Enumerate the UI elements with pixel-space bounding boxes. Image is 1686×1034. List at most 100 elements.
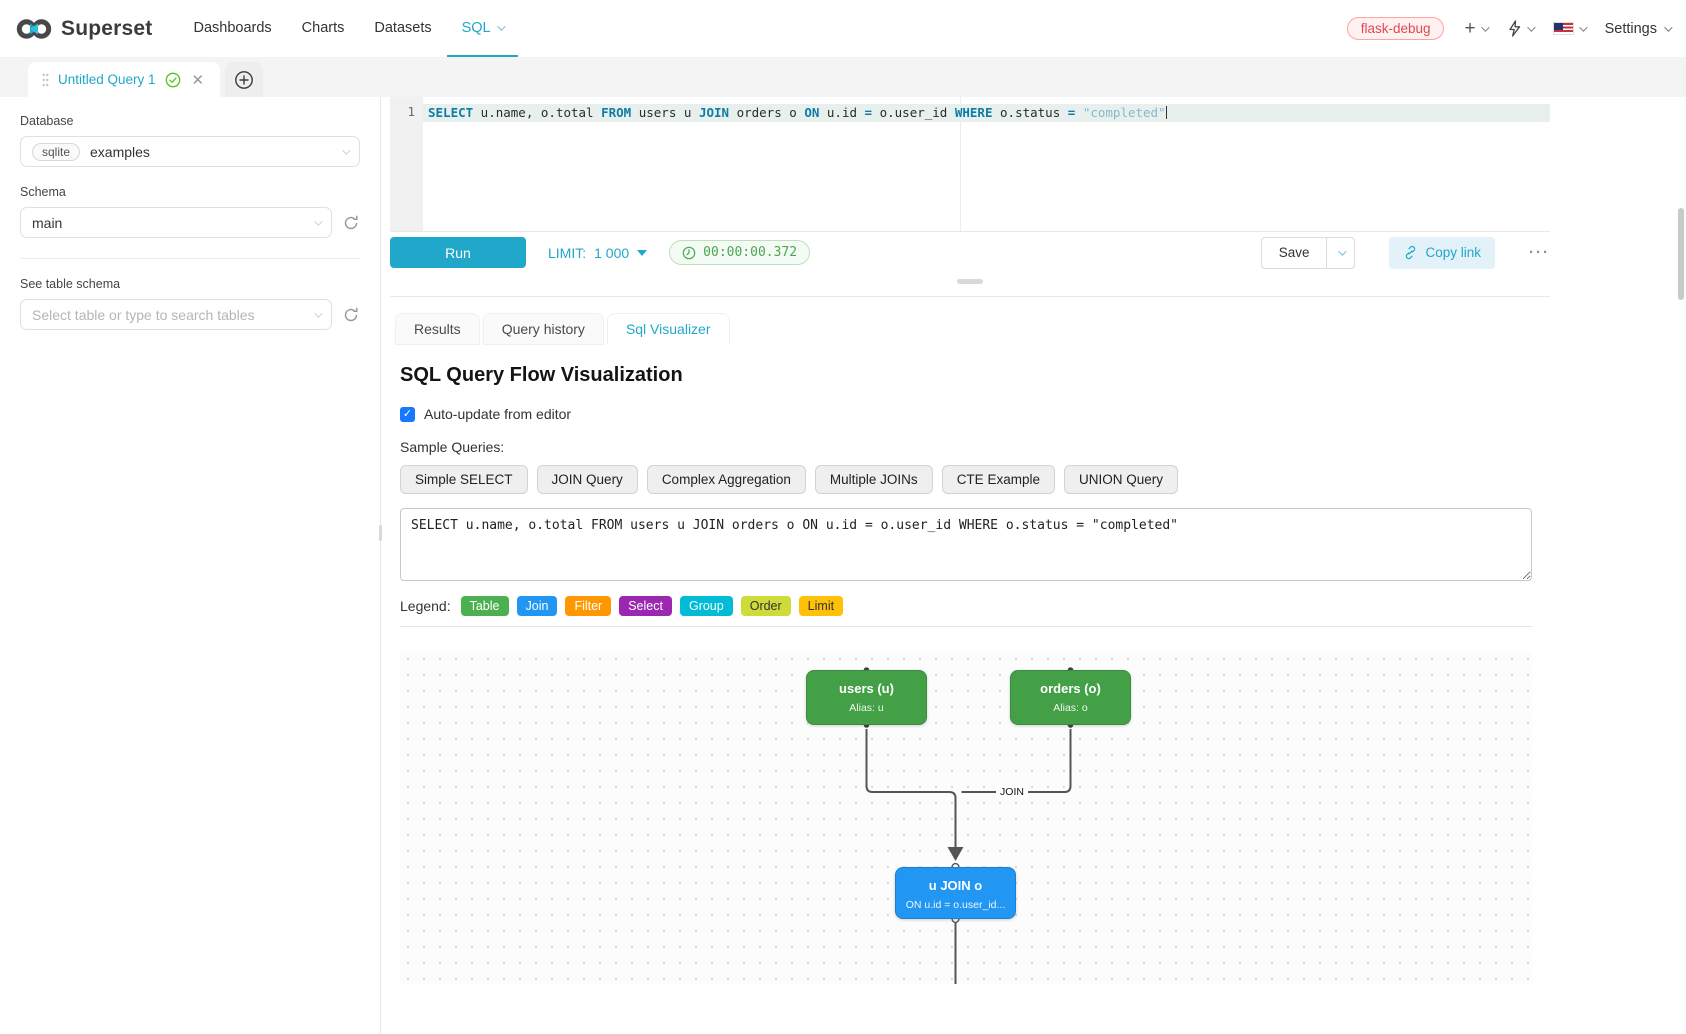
query-input-textarea[interactable] (400, 508, 1532, 581)
limit-value: 1 000 (594, 244, 630, 261)
nav-item-label: Dashboards (193, 19, 272, 36)
flow-node-users[interactable]: users (u) Alias: u (806, 670, 927, 725)
editor-gutter: 1 (390, 97, 423, 231)
sqllab-sidebar: Database sqlite examples Schema main See… (0, 97, 382, 1034)
more-options-icon[interactable]: ··· (1529, 244, 1550, 261)
editor-toolbar: Run LIMIT: 1 000 00:00:00.372 Save (390, 232, 1550, 273)
superset-logo[interactable]: Superset (16, 16, 152, 42)
sql-token: SELECT (428, 105, 474, 120)
query-timer: 00:00:00.372 (669, 240, 811, 265)
legend-badge-filter: Filter (565, 596, 612, 616)
copy-link-button[interactable]: Copy link (1389, 236, 1495, 269)
sql-token: u.id (819, 105, 865, 120)
sample-button-multiple-joins[interactable]: Multiple JOINs (814, 465, 933, 494)
legend-badge-select: Select (619, 596, 672, 616)
database-value: examples (90, 143, 150, 160)
refresh-tables-icon[interactable] (342, 306, 360, 324)
query-flow-canvas[interactable]: JOIN users (u) Alias: u orders (o)Alias: o… (400, 651, 1532, 984)
sql-token: JOIN (698, 105, 730, 120)
query-tab-label: Untitled Query 1 (58, 72, 156, 87)
sidebar-resize-handle[interactable] (379, 525, 382, 541)
environment-badge: flask-debug (1346, 17, 1445, 40)
top-navbar: Superset Dashboards Charts Datasets SQL fla… (0, 0, 1686, 57)
query-saved-check-icon (165, 72, 180, 87)
editor-code-area[interactable]: SELECT u.name, o.total FROM users u JOIN… (423, 97, 1550, 231)
nav-item-datasets[interactable]: Datasets (359, 0, 446, 57)
close-tab-icon[interactable]: ✕ (191, 71, 205, 89)
sample-button-union-query[interactable]: UNION Query (1063, 465, 1178, 494)
sql-token: users u (631, 105, 699, 120)
schema-value: main (32, 214, 63, 231)
timer-value: 00:00:00.372 (703, 245, 798, 260)
chevron-down-icon (314, 216, 323, 226)
superset-infinity-icon (16, 18, 52, 39)
refresh-schemas-icon[interactable] (342, 214, 360, 232)
language-picker[interactable] (1552, 22, 1588, 35)
panel-resize-handle[interactable] (957, 279, 983, 284)
save-button-group: Save (1260, 236, 1356, 269)
settings-label: Settings (1604, 20, 1657, 37)
legend-badge-join: Join (516, 596, 558, 616)
sql-editor[interactable]: 1 SELECT u.name, o.total FROM users u JO… (390, 97, 1550, 232)
sample-queries-label: Sample Queries: (400, 439, 505, 455)
schema-select[interactable]: main (20, 207, 332, 238)
save-button[interactable]: Save (1278, 245, 1310, 260)
limit-dropdown[interactable]: LIMIT: 1 000 (548, 244, 648, 261)
nav-item-charts[interactable]: Charts (287, 0, 360, 57)
tab-query-history[interactable]: Query history (482, 313, 604, 345)
nav-item-dashboards[interactable]: Dashboards (178, 0, 286, 57)
add-tab-icon (235, 70, 254, 89)
save-options-caret[interactable] (1326, 237, 1354, 268)
caret-down-icon (637, 249, 648, 256)
us-flag-icon (1552, 22, 1574, 35)
sql-token: ON (804, 105, 820, 120)
sql-token: FROM (601, 105, 632, 120)
node-subtitle: Alias: o (1053, 702, 1088, 714)
auto-update-label: Auto-update from editor (424, 406, 572, 422)
tab-sql-visualizer[interactable]: Sql Visualizer (606, 313, 730, 345)
legend-label: Legend: (400, 598, 451, 614)
sample-button-join-query[interactable]: JOIN Query (536, 465, 638, 494)
chevron-down-icon (496, 21, 506, 31)
query-search-button[interactable] (1507, 20, 1536, 37)
link-icon (1406, 245, 1416, 260)
table-select[interactable]: Select table or type to search tables (20, 299, 332, 330)
join-edge-label: JOIN (996, 785, 1028, 799)
sample-button-cte-example[interactable]: CTE Example (941, 465, 1055, 494)
auto-update-checkbox[interactable]: ✓ (400, 406, 415, 422)
sidebar-divider (20, 258, 360, 259)
database-select[interactable]: sqlite examples (20, 136, 360, 167)
navbar-right: flask-debug + Settings (1346, 17, 1673, 40)
tab-results[interactable]: Results (395, 313, 480, 345)
nav-item-label: Datasets (374, 19, 432, 36)
settings-menu[interactable]: Settings (1604, 20, 1673, 37)
page-scrollbar-thumb[interactable] (1678, 208, 1684, 300)
chevron-down-icon (314, 308, 323, 318)
limit-label: LIMIT: (548, 244, 587, 261)
new-item-button[interactable]: + (1464, 19, 1490, 38)
sql-token: WHERE (954, 105, 993, 120)
nav-item-sql[interactable]: SQL (446, 0, 518, 57)
sql-token (1075, 105, 1083, 120)
sample-query-buttons: Simple SELECT JOIN Query Complex Aggregati… (400, 465, 1550, 494)
sql-token: u.name, o.total (473, 105, 602, 120)
node-subtitle: Alias: u (849, 702, 884, 714)
flow-node-orders[interactable]: orders (o)Alias: o (1010, 670, 1131, 725)
panel-title: SQL Query Flow Visualization (400, 364, 683, 386)
run-button[interactable]: Run (390, 237, 526, 268)
sql-token: "completed" (1082, 105, 1166, 120)
sql-visualizer-panel: SQL Query Flow Visualization ✓ Auto-upda… (390, 345, 1550, 984)
query-tab-untitled-query-1[interactable]: Untitled Query 1 ✕ (28, 62, 221, 97)
new-query-tab-button[interactable] (225, 62, 264, 97)
line-number: 1 (407, 104, 415, 119)
sql-line-1[interactable]: SELECT u.name, o.total FROM users u JOIN… (423, 104, 1550, 122)
node-title: users (u) (839, 681, 894, 696)
drag-handle-icon (42, 73, 49, 86)
sample-button-simple-select[interactable]: Simple SELECT (400, 465, 528, 494)
sql-token: orders o (729, 105, 805, 120)
legend-badge-table: Table (460, 596, 509, 616)
sample-button-complex-aggregation[interactable]: Complex Aggregation (646, 465, 806, 494)
